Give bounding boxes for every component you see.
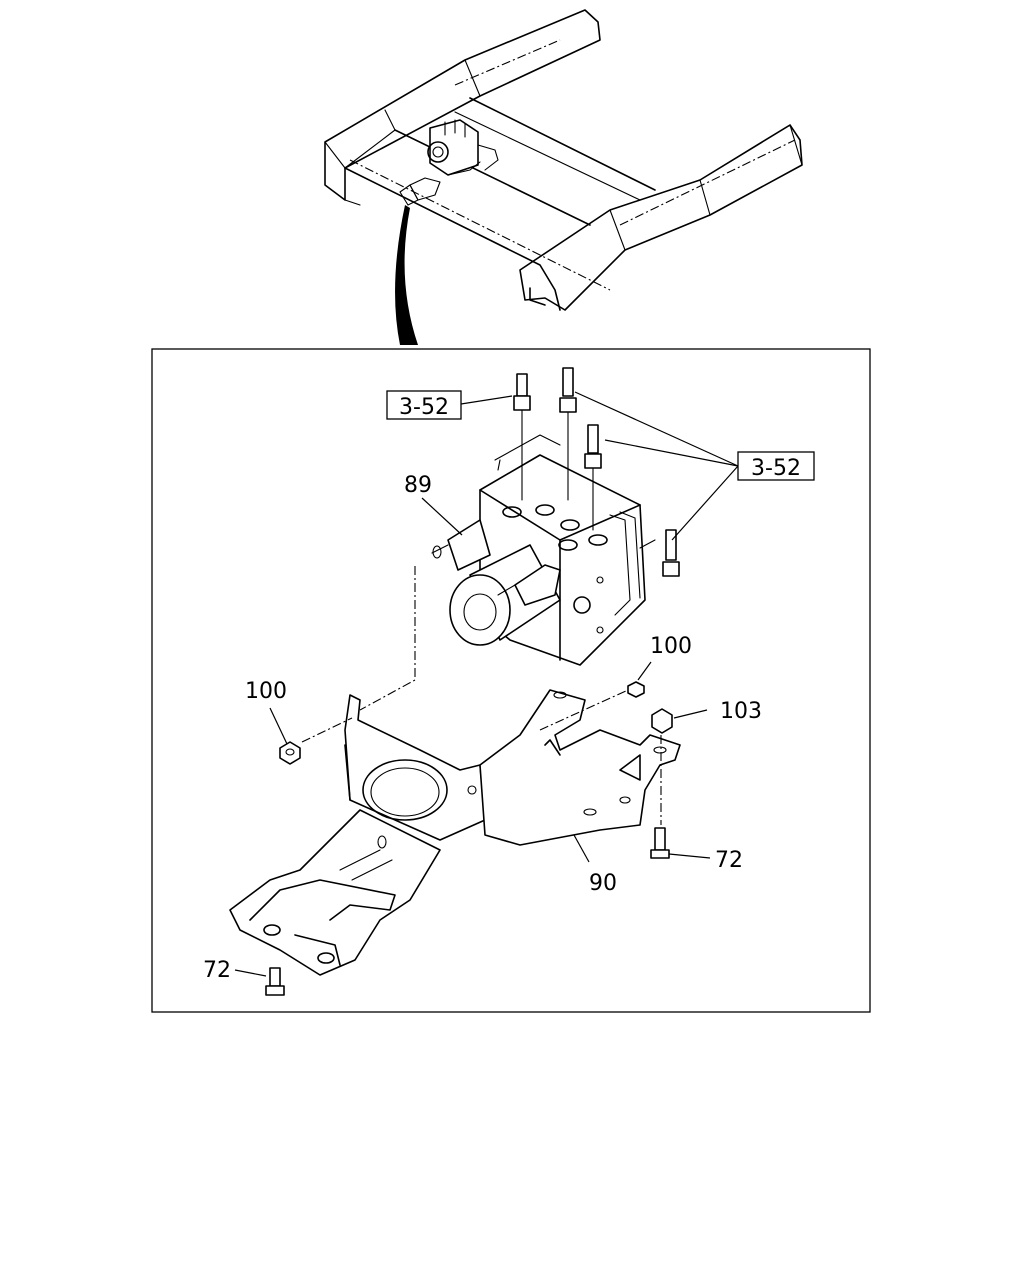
detail-view-border — [151, 348, 871, 1013]
guide-lines — [301, 566, 662, 825]
ref-label-top: 3-52 — [399, 395, 449, 420]
fasteners-illustration — [265, 681, 673, 996]
callout-90: 90 — [589, 871, 617, 896]
callout-103: 103 — [720, 699, 762, 724]
callout-100-right: 100 — [650, 634, 692, 659]
bolts-illustration — [513, 367, 680, 577]
ref-box-right — [737, 451, 815, 481]
callout-72-right: 72 — [715, 848, 743, 873]
frame-overview-illustration — [324, 9, 803, 345]
ref-label-right: 3-52 — [751, 456, 801, 481]
hydraulic-unit-illustration — [431, 434, 646, 666]
callout-leaders — [234, 391, 739, 977]
bracket-illustration — [229, 689, 681, 976]
callout-72-left: 72 — [203, 958, 231, 983]
callout-100-left: 100 — [245, 679, 287, 704]
callout-89: 89 — [404, 473, 432, 498]
ref-box-top — [386, 390, 462, 420]
